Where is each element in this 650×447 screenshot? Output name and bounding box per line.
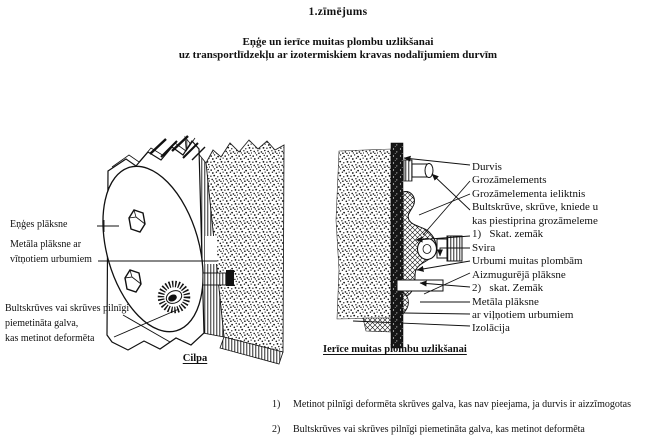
label-svira: Svira (472, 241, 496, 254)
torn-edge-line (111, 137, 196, 168)
figure-title: 1.zīmējums (308, 6, 368, 18)
label-ar-vilnotiem-urbumiem: ar viļņotiem urbumiem (472, 308, 574, 321)
label-aizmugureja-plaksne: Aizmugurējā plāksne (472, 268, 566, 281)
left-leader-lines (97, 220, 217, 343)
door-bottom-edge (219, 336, 284, 365)
footnote-2: 2) Bultskrūves vai skrūves pilnīgi piemet… (272, 424, 585, 435)
rotating-element-lower (402, 291, 409, 316)
lower-hatch-wedge (362, 317, 392, 333)
metal-plate-strip (390, 142, 404, 349)
sealing-device-diagram (335, 142, 471, 349)
welded-bolt-head-disc (157, 280, 191, 314)
top-crease-streaks (149, 135, 206, 161)
edge-bolt-nut (226, 270, 234, 286)
door-cross-section-stipple (335, 148, 392, 320)
label-hinge-plate: Eņģes plāksne (10, 219, 68, 230)
caption-cilpa: Cilpa (182, 353, 208, 364)
fixing-bolt (403, 159, 434, 182)
footnote-1-number: 1) (272, 399, 281, 410)
label-bultskruve-skruve-kniede: Bultskrūve, skrūve, kniede u (472, 201, 599, 214)
label-metal-plate-threaded: Metāla plāksne ar vītņotiem urbumiem (10, 239, 92, 265)
seal-holes-slot (396, 279, 444, 292)
right-leader-lines (352, 155, 471, 327)
label-izolacija: Izolācija (472, 322, 510, 335)
footnote-1-text: Metinot pilnīgi deformēta skrūves galva,… (293, 399, 631, 410)
label-metala-plaksne: Metāla plāksne (472, 295, 539, 308)
threaded-plate-window (205, 236, 217, 264)
label-grozamelements: Grozāmelements (472, 174, 547, 187)
label-durvis: Durvis (472, 161, 502, 173)
footnote-2-text: Bultskrūves vai skrūves pilnīgi piemetin… (293, 424, 585, 435)
label-skat-zemak-1: 1) Skat. zemāk (472, 228, 544, 241)
hex-bolt-2 (124, 269, 142, 293)
figure-subtitle-line1: Eņģe un ierīce muitas plombu uzlikšanai (242, 36, 434, 48)
label-grozamelementa-ieliktnis: Grozāmelementa ieliktnis (472, 187, 586, 200)
lever-knob (416, 235, 463, 262)
footnote-1: 1) Metinot pilnīgi deformēta skrūves galv… (272, 399, 631, 410)
label-kas-piestiprina: kas piestiprina grozāmeleme (472, 214, 598, 227)
figure-subtitle-line2: uz transportlīdzekļu ar izotermiskiem kr… (178, 49, 498, 61)
hinge-diagram (97, 135, 285, 365)
caption-sealing-device: Ierīce muitas plombu uzlikšanai (323, 344, 467, 355)
right-diagram-labels: Durvis Grozāmelements Grozāmelementa iel… (472, 161, 598, 336)
label-welded-bolt-head: Bultskrūves vai skrūves pilnīgi piemetin… (5, 303, 130, 344)
label-urbumi-muitas-plombam: Urbumi muitas plombām (472, 255, 583, 268)
hex-bolt-1 (128, 209, 146, 233)
label-skat-zemak-2: 2) skat. Zemāk (472, 282, 544, 295)
footnote-2-number: 2) (272, 424, 281, 435)
